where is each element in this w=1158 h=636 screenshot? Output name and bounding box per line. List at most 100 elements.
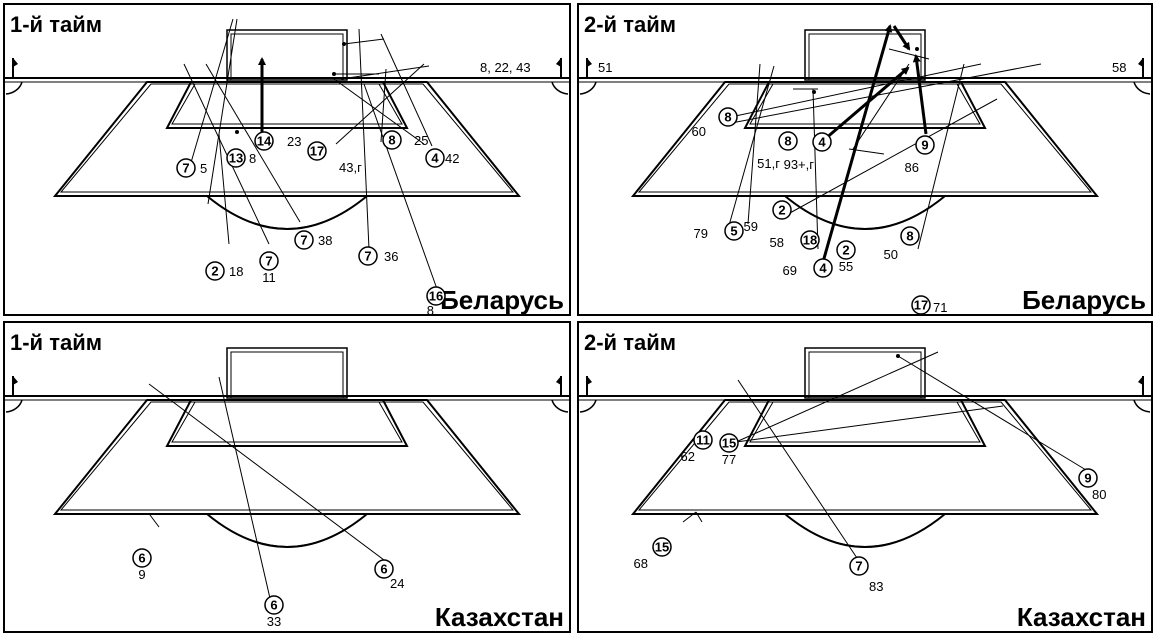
minute-label: 11 [262,270,276,285]
minute-label: 93+,г [784,157,815,172]
player-marker: 711 [259,251,279,285]
minute-label: 50 [884,247,898,262]
shot-line [335,63,425,145]
corner-note: 8, 22, 43 [480,60,531,75]
minute-label: 79 [694,226,708,241]
shot-dot [812,90,816,94]
shot-line [725,63,1042,125]
player-number: 7 [300,233,307,248]
shot-line [333,78,425,145]
minute-label: 43,г [339,160,362,175]
player-number: 6 [270,598,277,613]
player-number: 2 [778,203,785,218]
minute-label: 36 [384,249,398,264]
player-number: 11 [696,433,710,448]
player-number: 6 [380,562,387,577]
player-marker: 633 [264,595,284,629]
player-number: 9 [921,138,928,153]
shot-line [380,33,433,147]
minute-label: 83 [869,579,883,594]
shot-line [727,65,775,230]
shot-dot [235,130,239,134]
shot-line [358,28,370,250]
player-number: 15 [722,436,736,451]
minute-label: 69 [783,263,797,278]
shot-line [725,63,982,119]
player-number: 17 [914,298,928,313]
shot-line [682,511,697,523]
player-marker: 624 [374,559,404,591]
player-number: 15 [655,540,669,555]
team-name: Казахстан [435,602,564,632]
player-number: 7 [265,254,272,269]
player-marker: 69 [132,548,152,582]
player-number: 16 [429,289,443,304]
player-marker: 5 79 [694,221,744,241]
shot-line [917,63,965,250]
shot-dot [332,72,336,76]
player-marker: 7 38 [294,230,332,250]
minute-label: 86 [905,160,919,175]
half-title: 2-й тайм [584,330,676,355]
goal-arrow [819,24,893,270]
player-marker: 851,г [757,131,798,171]
minute-label: 18 [229,264,243,279]
player-number: 5 [730,224,737,239]
half-title: 1-й тайм [10,12,102,37]
minute-label: 9 [138,567,145,582]
shot-line [183,63,270,245]
player-marker: 17 43,г [307,141,362,175]
minute-label: 8 [249,151,256,166]
shot-line [343,38,385,45]
shot-line [205,63,301,223]
left-corner-note: 51 [598,60,612,75]
player-marker: 2 18 [205,261,243,281]
minute-label: 8 [427,303,434,318]
shot-line [852,63,910,150]
player-marker: 168 [426,286,446,318]
minute-label: 59 [744,219,758,234]
player-number: 4 [819,261,827,276]
team-name: Казахстан [1017,602,1146,632]
player-marker: 493+,г [784,132,832,172]
player-number: 4 [818,135,826,150]
shot-line [149,514,160,528]
player-number: 14 [257,134,272,149]
player-marker: 4 69 [783,258,833,278]
goal-arrow [892,25,911,51]
shot-line [735,405,1004,443]
shot-line [218,376,273,608]
player-number: 9 [1084,471,1091,486]
shot-line [380,68,387,143]
player-number: 2 [211,264,218,279]
minute-label: 58 [770,235,784,250]
minute-label: 62 [681,449,695,464]
minute-label: 24 [390,576,404,591]
player-marker: 255 [836,240,856,274]
player-marker: 850 [884,226,920,262]
shot-line [218,133,230,245]
shot-line [747,63,761,225]
shot-dot [896,354,900,358]
minute-label: 51,г [757,156,780,171]
player-number: 7 [182,161,189,176]
shot-line [695,511,703,523]
minute-label: 77 [722,452,736,467]
shot-line [363,83,438,290]
minute-label: 38 [318,233,332,248]
shot-dot [915,47,919,51]
player-marker: 783 [849,556,883,594]
player-number: 2 [842,243,849,258]
shot-line [888,48,930,60]
player-number: 17 [310,144,324,159]
